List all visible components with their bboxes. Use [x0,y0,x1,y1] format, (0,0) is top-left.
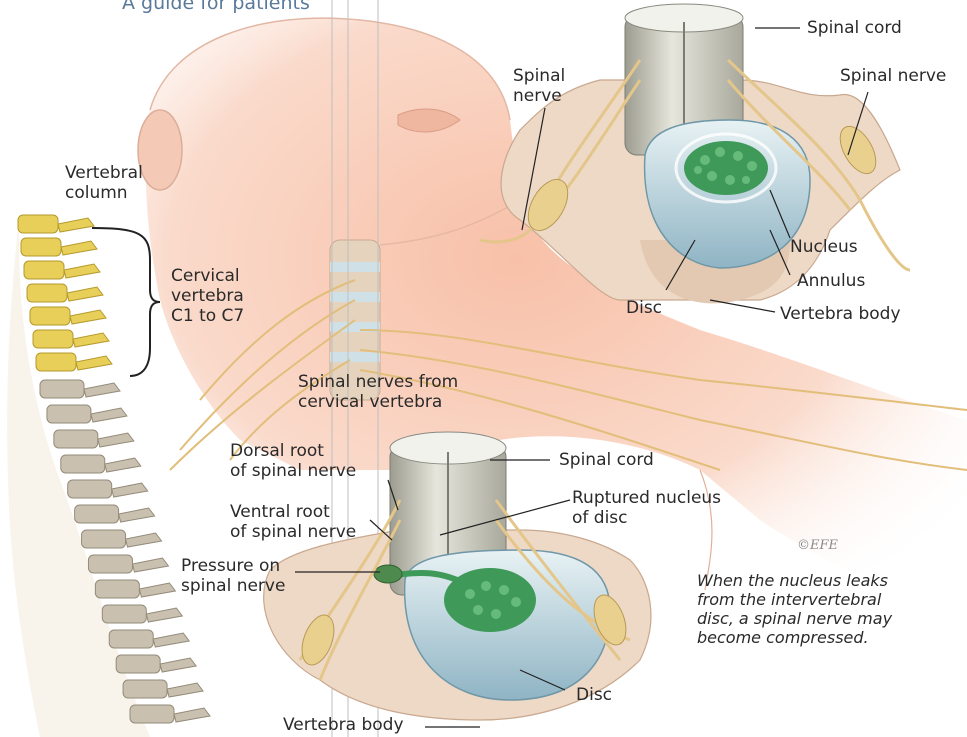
vertebra-process [139,583,175,597]
vertebra-process [132,558,168,572]
vertebra-process [105,458,141,472]
vertebra [102,605,146,623]
vertebra [40,380,84,398]
label-vertebral-column: Vertebral column [65,163,143,203]
vertebra-process [153,633,189,647]
label-top-vertebra-body: Vertebra body [780,304,901,324]
label-bottom-vertebra-body: Vertebra body [283,715,404,735]
label-top-spinal-nerve-left: Spinal nerve [513,66,565,106]
vertebra-process [98,433,134,447]
label-top-nucleus: Nucleus [790,237,858,257]
vertebra [123,680,167,698]
vertebra [75,505,119,523]
vertebra [116,655,160,673]
label-spinal-nerves-cervical: Spinal nerves from cervical vertebra [298,372,458,412]
label-top-spinal-cord: Spinal cord [807,18,902,38]
vertebra [130,705,174,723]
vertebra-process [58,218,94,232]
label-top-annulus: Annulus [797,271,865,291]
label-top-disc: Disc [626,298,662,318]
vertebra-process [73,333,109,347]
label-cervical-vertebra: Cervical vertebra C1 to C7 [171,266,244,326]
vertebra-process [160,658,196,672]
label-top-spinal-nerve-right: Spinal nerve [840,66,946,86]
vertebra [24,261,64,279]
vertebra [27,284,67,302]
label-ventral-root: Ventral root of spinal nerve [230,502,356,542]
vertebra-process [174,708,210,722]
vertebra [21,238,61,256]
cervical-vertebrae [18,215,112,371]
vertebra-process [64,264,100,278]
vertebra [36,353,76,371]
vertebra [54,430,98,448]
vertebra [47,405,91,423]
figure-caption: When the nucleus leaks from the interver… [697,571,925,647]
label-ruptured-nucleus: Ruptured nucleus of disc [572,488,721,528]
vertebra [30,307,70,325]
vertebra [82,530,126,548]
vertebra [68,480,112,498]
vertebra-process [84,383,120,397]
vertebra-process [126,533,162,547]
vertebra-process [146,608,182,622]
vertebra-process [67,287,103,301]
label-dorsal-root: Dorsal root of spinal nerve [230,441,356,481]
cervical-bracket [92,228,160,376]
label-bottom-disc: Disc [576,685,612,705]
vertebra-process [112,483,148,497]
vertebra-process [167,683,203,697]
artist-signature: ©EFE [797,538,838,553]
vertebra [18,215,58,233]
vertebra-process [76,356,112,370]
vertebra-process [119,508,155,522]
label-pressure-on-spinal-nerve: Pressure on spinal nerve [181,556,285,596]
vertebra [109,630,153,648]
page-subtitle: A guide for patients [122,0,310,14]
vertebra-process [91,408,127,422]
vertebra [88,555,132,573]
vertebra [61,455,105,473]
label-bottom-spinal-cord: Spinal cord [559,450,654,470]
vertebra [95,580,139,598]
vertebra-process [61,241,97,255]
vertebra-process [70,310,106,324]
vertebra [33,330,73,348]
